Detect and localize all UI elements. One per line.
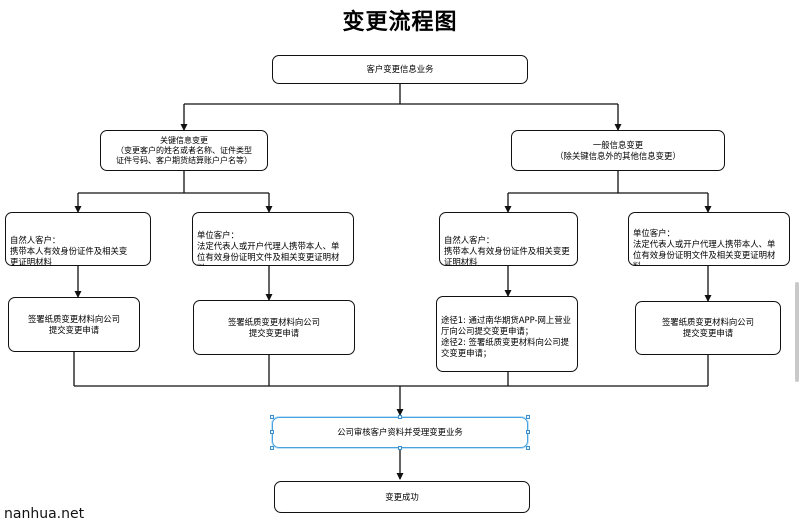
node-gen-natural[interactable]: 自然人客户： 携带本人有效身份证件及相关变更 证明材料 (439, 212, 578, 266)
node-key-entity-submit-label: 签署纸质变更材料向公司 提交变更申请 (227, 316, 321, 338)
node-root-label: 客户变更信息业务 (366, 64, 434, 74)
node-gen-entity-submit[interactable]: 签署纸质变更材料向公司 提交变更申请 (635, 301, 781, 355)
node-gen-natural-submit[interactable]: 途径1: 通过南华期货APP-网上营业 厅向公司提交变更申请； 途径2: 签署纸… (436, 296, 578, 372)
node-gen-entity[interactable]: 单位客户： 法定代表人或开户代理人携带本人、单 位有效身份证明文件及相关变更证明… (628, 212, 790, 266)
node-general-info[interactable]: 一般信息变更 （除关键信息外的其他信息变更） (511, 130, 725, 171)
node-gen-natural-submit-label: 途径1: 通过南华期货APP-网上营业 厅向公司提交变更申请； 途径2: 签署纸… (441, 315, 571, 358)
node-review-label: 公司审核客户资料并受理变更业务 (337, 427, 463, 437)
resize-handle-bottom-right[interactable] (526, 446, 530, 450)
node-gen-entity-label: 单位客户： 法定代表人或开户代理人携带本人、单 位有效身份证明文件及相关变更证明… (633, 228, 776, 266)
node-gen-entity-submit-label: 签署纸质变更材料向公司 提交变更申请 (661, 317, 755, 338)
resize-handle-right[interactable] (526, 430, 530, 434)
node-key-entity-label: 单位客户： 法定代表人或开户代理人携带本人、单 位有效身份证明文件及相关变更证明… (197, 230, 340, 265)
node-key-entity-submit[interactable]: 签署纸质变更材料向公司 提交变更申请 (193, 300, 355, 355)
resize-handle-bottom-left[interactable] (270, 446, 274, 450)
watermark-text: nanhua.net (4, 506, 85, 522)
node-success[interactable]: 变更成功 (274, 481, 530, 513)
node-general-info-label: 一般信息变更 （除关键信息外的其他信息变更） (555, 139, 681, 161)
node-key-info[interactable]: 关键信息变更 （变更客户的姓名或者名称、证件类型 证件号码、客户期货结算账户户名… (100, 130, 268, 171)
node-review[interactable]: 公司审核客户资料并受理变更业务 (272, 417, 528, 448)
node-success-label: 变更成功 (385, 491, 419, 502)
node-key-natural-submit-label: 签署纸质变更材料向公司 提交变更申请 (27, 313, 121, 335)
node-key-natural[interactable]: 自然人客户： 携带本人有效身份证件及相关变 更证明材料 (5, 212, 151, 266)
vertical-scrollbar[interactable] (795, 282, 799, 382)
node-key-natural-submit[interactable]: 签署纸质变更材料向公司 提交变更申请 (8, 297, 140, 352)
resize-handle-top[interactable] (398, 415, 402, 419)
resize-handle-left[interactable] (270, 430, 274, 434)
resize-handle-bottom[interactable] (398, 446, 402, 450)
diagram-title: 变更流程图 (342, 10, 458, 35)
node-key-info-label: 关键信息变更 （变更客户的姓名或者名称、证件类型 证件号码、客户期货结算账户户名… (116, 135, 252, 165)
node-gen-natural-label: 自然人客户： 携带本人有效身份证件及相关变更 证明材料 (444, 235, 570, 266)
node-key-entity[interactable]: 单位客户： 法定代表人或开户代理人携带本人、单 位有效身份证明文件及相关变更证明… (192, 212, 354, 266)
node-key-natural-label: 自然人客户： 携带本人有效身份证件及相关变 更证明材料 (10, 235, 128, 266)
resize-handle-top-left[interactable] (270, 415, 274, 419)
node-root[interactable]: 客户变更信息业务 (272, 55, 528, 84)
resize-handle-top-right[interactable] (526, 415, 530, 419)
